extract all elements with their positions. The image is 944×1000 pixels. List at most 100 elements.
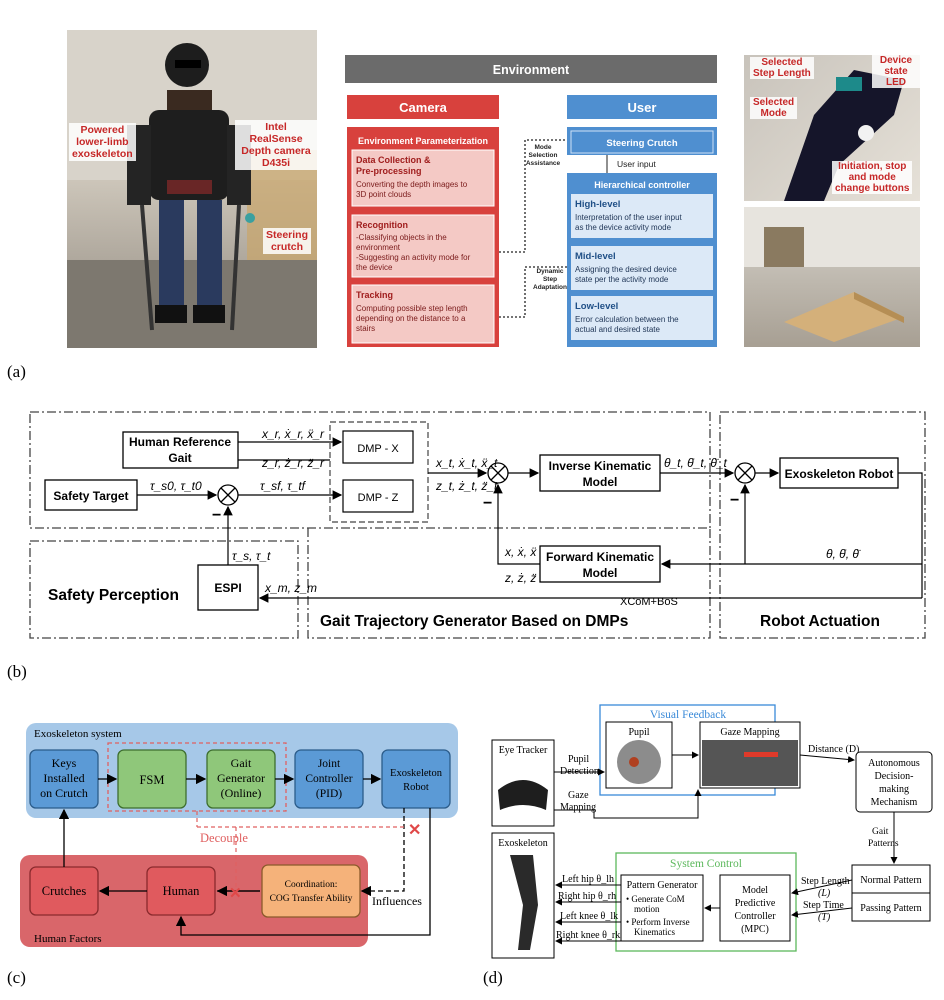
inv-kin-line2: Model bbox=[583, 475, 618, 489]
sym-xt: x_t, ẋ_t, ẍ_t bbox=[435, 456, 498, 470]
panel-c-label: (c) bbox=[7, 968, 26, 987]
decouple-label: Decouple bbox=[200, 831, 248, 845]
rec-text-2: environment bbox=[356, 243, 401, 252]
safety-target-block bbox=[44, 479, 138, 511]
decouple-cross-bottom-icon: ✕ bbox=[229, 885, 242, 902]
ann-mode-line2: Mode bbox=[760, 108, 787, 119]
dyn-step-3: Adaptation bbox=[533, 284, 567, 291]
mid-text-2: state per the activity mode bbox=[575, 275, 669, 284]
ann-exo-line3: exoskeleton bbox=[72, 148, 133, 160]
safety-perception-title: Safety Perception bbox=[48, 587, 179, 604]
pupil-detection-line1: Pupil bbox=[568, 754, 589, 765]
region-safety-perception bbox=[29, 540, 299, 639]
dmp-z-label: DMP - Z bbox=[358, 492, 399, 504]
user-input-label: User input bbox=[617, 159, 656, 169]
exo-robot-line1: Exoskeleton bbox=[390, 768, 443, 779]
annotation-led: Device state LED bbox=[872, 55, 920, 88]
exo-robot-label: Exoskeleton Robot bbox=[785, 467, 894, 481]
auto-line2: Decision- bbox=[875, 771, 914, 782]
recognition-box bbox=[351, 214, 495, 278]
panel-a: Powered lower-limb exoskeleton Intel Rea… bbox=[0, 0, 944, 385]
high-text-2: as the device activity mode bbox=[575, 223, 672, 232]
trk-text-2: depending on the distance to a bbox=[356, 314, 466, 323]
eye-tracker-label: Eye Tracker bbox=[499, 745, 548, 756]
crutch-handle-drawing bbox=[784, 70, 904, 201]
auto-line3: making bbox=[879, 784, 909, 795]
tracking-box bbox=[351, 284, 495, 344]
mpc-box bbox=[719, 874, 791, 942]
keys-line3: on Crutch bbox=[40, 786, 88, 800]
ann-led-line1: Device bbox=[879, 55, 913, 66]
keys-line2: Installed bbox=[43, 771, 84, 785]
ann-step-line1: Selected bbox=[761, 57, 803, 68]
mpc-line2: Predictive bbox=[735, 898, 776, 909]
dmp-x-block bbox=[342, 430, 414, 464]
camera-bar bbox=[347, 95, 499, 119]
inv-kin-line1: Inverse Kinematic bbox=[549, 459, 652, 473]
annotation-crutch: Steering crutch bbox=[263, 228, 312, 254]
connector-mode-selection bbox=[499, 139, 567, 253]
mid-title: Mid-level bbox=[575, 251, 616, 262]
signal-lines bbox=[137, 437, 923, 603]
panel-c-arrows bbox=[58, 773, 431, 936]
annotation-step-length: Selected Step Length bbox=[750, 57, 814, 79]
fsm-label: FSM bbox=[139, 773, 164, 787]
sym-theta: θ, θ̇, θ̈ bbox=[826, 547, 861, 561]
camera-title: Camera bbox=[399, 100, 447, 115]
mode-assist-2: Selection bbox=[529, 152, 558, 159]
ann-crutch-line2: crutch bbox=[270, 241, 304, 253]
mpc-line1: Model bbox=[742, 885, 768, 896]
steering-crutch-label: Steering Crutch bbox=[606, 138, 677, 149]
sym-zr: z_r, ż_r, z̈_r bbox=[261, 456, 325, 470]
pg-item-4: Kinematics bbox=[634, 927, 675, 937]
human-ref-line2: Gait bbox=[168, 451, 191, 465]
sym-tau0: τ_s0, τ_t0 bbox=[150, 479, 202, 493]
low-level-box bbox=[571, 296, 713, 340]
human-reference-gait-block bbox=[122, 431, 239, 469]
ann-exo-line1: Powered bbox=[80, 124, 125, 136]
safety-target-label: Safety Target bbox=[53, 489, 128, 503]
ramp-drawing bbox=[744, 207, 920, 342]
coord-line2: COG Transfer Ability bbox=[270, 893, 353, 904]
sum-junction-1 bbox=[217, 484, 239, 506]
steering-crutch-box bbox=[570, 130, 714, 154]
distance-label: Distance (D) bbox=[808, 744, 859, 755]
normal-pattern-label: Normal Pattern bbox=[860, 875, 921, 886]
photo-exoskeleton-user: Powered lower-limb exoskeleton Intel Rea… bbox=[67, 30, 317, 348]
trk-text-1: Computing possible step length bbox=[356, 304, 468, 313]
rec-text-1: -Classifying objects in the bbox=[356, 233, 447, 242]
crutches-label: Crutches bbox=[42, 884, 87, 898]
decouple-cross-top-icon: ✕ bbox=[408, 822, 421, 839]
exo-robot-line2: Robot bbox=[403, 782, 429, 793]
region-gait-top bbox=[29, 411, 711, 529]
dc-text-2: 3D point clouds bbox=[356, 190, 411, 199]
panel-d-diagram: Eye Tracker Visual Feedback Pupil Gaze M… bbox=[491, 704, 933, 959]
user-title: User bbox=[628, 100, 657, 115]
rec-text-4: the device bbox=[356, 263, 393, 272]
joint-line3: (PID) bbox=[316, 788, 342, 800]
math-labels: x_r, ẋ_r, ẍ_r z_r, ż_r, z̈_r τ_s0, τ_t0 … bbox=[150, 427, 861, 595]
sym-taus: τ_s, τ_t bbox=[232, 549, 271, 563]
pupil-detection-line2: Detection bbox=[560, 766, 599, 777]
xcom-bos-label: XCoM+BoS bbox=[620, 596, 678, 608]
connector-dynamic-step bbox=[499, 266, 567, 318]
ann-btn-line1: Initiation, stop bbox=[838, 161, 907, 172]
left-hip-label: Left hip θ_lh bbox=[562, 874, 614, 885]
ann-mode-line1: Selected bbox=[753, 97, 795, 108]
dyn-step-2: Step bbox=[543, 276, 557, 283]
minus-sign-3: − bbox=[730, 492, 739, 509]
mpc-line4: (MPC) bbox=[741, 924, 769, 935]
sym-xm: x_m, z_m bbox=[264, 581, 317, 595]
region-robot-actuation bbox=[719, 411, 926, 639]
low-title: Low-level bbox=[575, 301, 618, 312]
ann-camera-line3: D435i bbox=[261, 157, 291, 169]
pg-item-1: • Generate CoM bbox=[626, 894, 685, 904]
joint-line1: Joint bbox=[318, 758, 341, 770]
dyn-step-1: Dynamic bbox=[536, 268, 563, 275]
panel-c-diagram: Exoskeleton system Human Factors Keys In… bbox=[20, 723, 458, 947]
rec-text-3: -Suggesting an activity mode for bbox=[356, 253, 471, 262]
gait-patterns-line2: Patterns bbox=[868, 839, 899, 849]
environment-flow-diagram: Environment Camera User Environment Para… bbox=[345, 55, 717, 347]
exoskeleton-label: Exoskeleton bbox=[498, 838, 547, 849]
eye-tracker-device bbox=[498, 780, 548, 810]
